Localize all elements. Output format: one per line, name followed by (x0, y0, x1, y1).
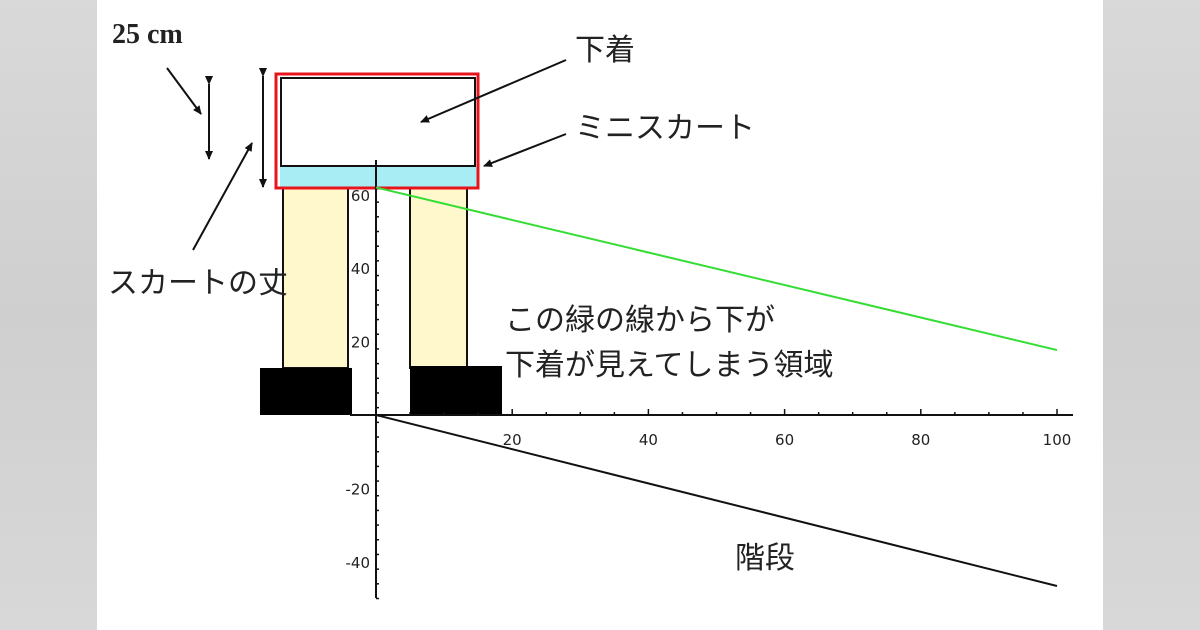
blurred-background-right (1103, 0, 1200, 630)
underwear-label: 下着 (575, 33, 635, 68)
x-tick-label: 60 (775, 431, 794, 449)
stairs-line (375, 414, 1058, 587)
miniskirt-label: ミニスカート (575, 111, 755, 146)
25cm-pointer-arrow (166, 67, 202, 115)
miniskirt-pointer-arrow (483, 133, 567, 167)
left-shoe (260, 368, 352, 415)
y-tick-label: -40 (346, 554, 371, 572)
visibility-line (375, 186, 1058, 352)
region-label-line1: この緑の線から下が (505, 303, 775, 338)
underwear-box (280, 77, 476, 167)
x-tick-label: 100 (1043, 431, 1072, 449)
y-tick-label: -20 (346, 480, 371, 498)
x-tick-label: 80 (911, 431, 930, 449)
right-leg (409, 187, 468, 369)
blurred-background-left (0, 0, 97, 630)
y-tick-label: 60 (351, 187, 370, 205)
skirt-length-label: スカートの丈 (108, 266, 288, 301)
y-tick-label: 20 (351, 334, 370, 352)
region-label-line2: 下着が見えてしまう領域 (505, 348, 834, 383)
x-tick-label: 40 (639, 431, 658, 449)
miniskirt-band (280, 167, 477, 188)
y-tick-label: 40 (351, 260, 370, 278)
stairs-label: 階段 (735, 541, 795, 576)
left-leg (282, 187, 349, 369)
underwear-pointer-arrow (420, 59, 567, 123)
25cm-label: 25 cm (112, 19, 183, 50)
x-tick-label: 20 (503, 431, 522, 449)
skirt-length-pointer-arrow (192, 142, 253, 251)
right-shoe (410, 366, 502, 415)
